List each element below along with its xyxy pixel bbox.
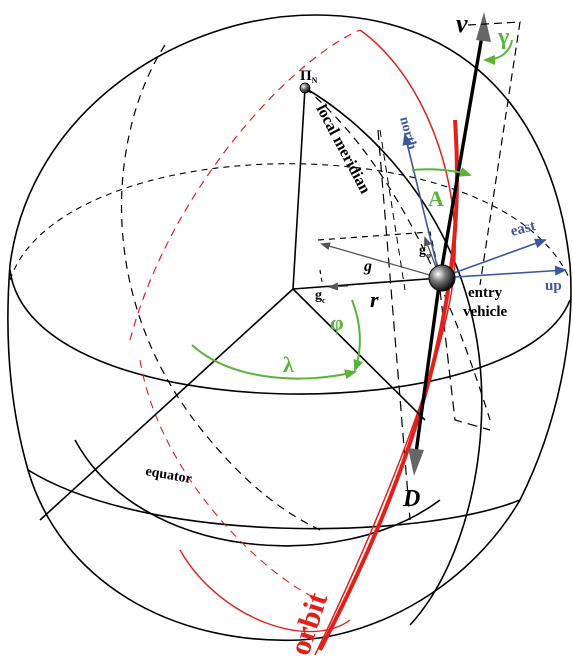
azimuth-label: A [428,186,444,211]
velocity-plane-dashed [467,21,521,286]
orbit-dashed [129,29,361,341]
north-label: north [396,115,419,151]
velocity-vector [438,29,485,279]
entry-vehicle-ball [428,264,456,292]
east-vector [439,238,547,279]
g-plane-dashed-2 [319,269,323,283]
meridian-back-left [120,44,321,531]
velocity-arrowhead [476,12,491,42]
dash-near-vehicle [439,289,491,431]
azimuth-arc [411,167,472,177]
east-label: east [509,218,537,240]
gamma-arc [483,39,513,65]
entry-label: entry [468,285,503,301]
radius-line [292,277,441,290]
angle-arcs [191,39,513,380]
drag-arrowhead [408,448,424,476]
gc-vector [328,282,349,291]
velocity-drag [408,12,521,476]
drag-vector [413,277,442,461]
equator-arc-inner [74,439,441,547]
equator-front [9,269,571,395]
equator-label: equator [144,464,193,487]
local-meridian-curve [304,87,483,626]
vehicle-label: vehicle [463,304,507,320]
g-vector [320,242,441,279]
labels: v γ ΠN local meridian north A east up gφ… [144,9,561,657]
north-pole-label: ΠN [300,68,318,85]
orbit-front [314,29,456,656]
sphere-outline [7,14,572,642]
lambda-label: λ [283,352,294,377]
tangent-dashed [379,129,406,291]
g-label: g [363,258,372,275]
g-c-label: gc [315,288,326,305]
up-label: up [545,278,562,294]
lambda-arc [191,344,357,380]
local-frame [402,133,567,279]
drag-label: D [402,486,420,512]
g-phi-label: gφ [419,243,431,260]
orbit-label: orbit [283,589,334,657]
phi-arc [351,299,364,372]
sphere [7,14,572,642]
north-pole-dot [299,82,311,94]
orbit-ring [179,549,351,633]
x-axis [39,288,294,521]
velocity-label: v [456,9,468,38]
polar-axis [292,87,306,290]
local-meridian-label: local meridian [312,102,373,197]
up-vector [439,265,567,279]
meridians [74,44,491,626]
phi-label: φ [330,310,344,335]
equator-ring [27,469,521,530]
equator-back [9,163,571,281]
orbit-inner [139,359,321,601]
gamma-label: γ [497,24,509,50]
r-label: r [370,287,379,312]
north-vector [402,133,441,279]
